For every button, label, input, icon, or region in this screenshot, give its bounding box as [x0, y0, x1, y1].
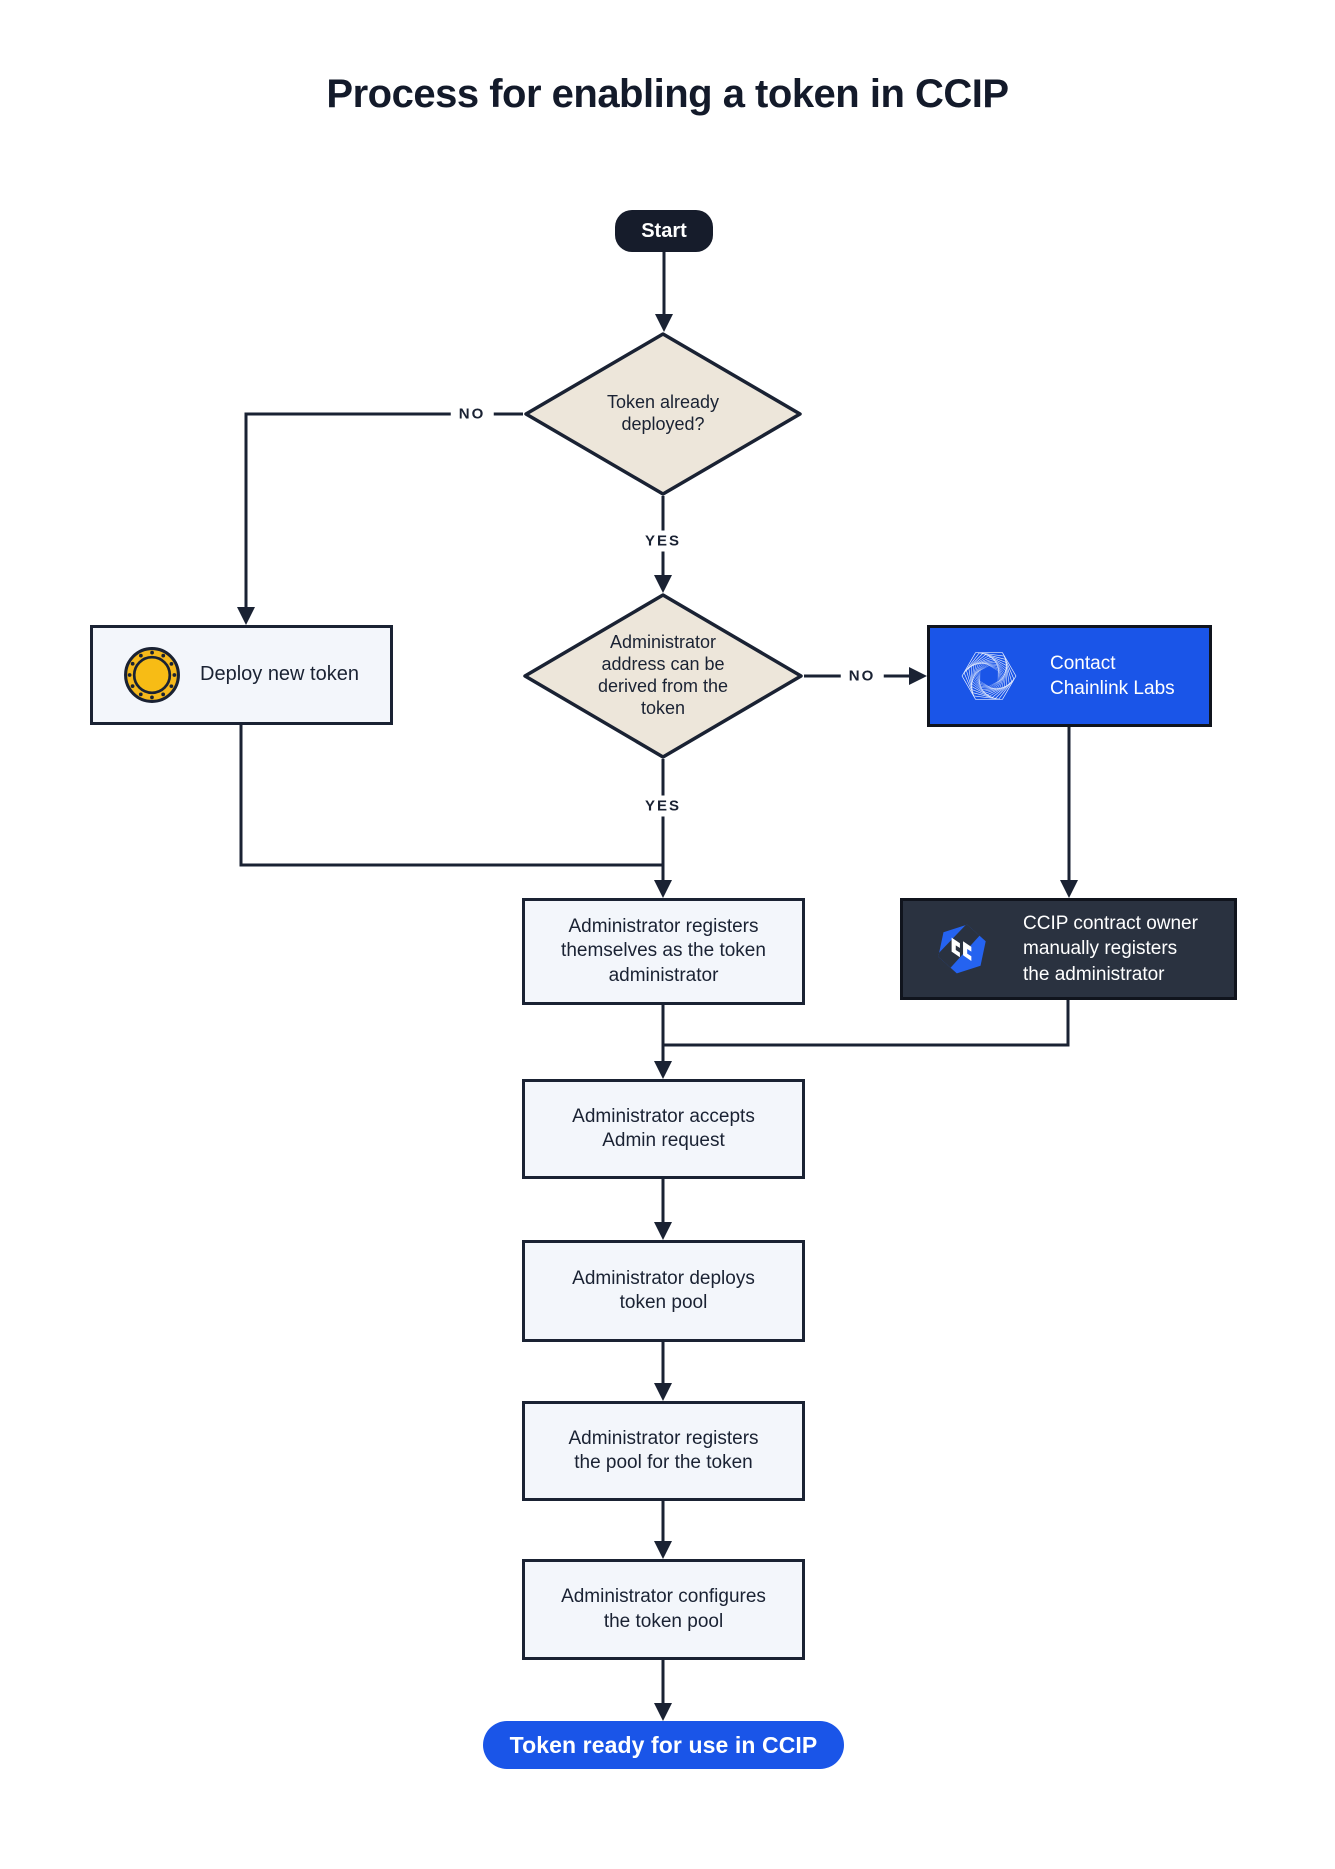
edge-label-yes-admin-derivable: YES	[636, 795, 690, 817]
token-ready-label: Token ready for use in CCIP	[509, 1731, 818, 1758]
ccip-owner-registers-node: CCIP contract owner manually registers t…	[900, 898, 1237, 1000]
decision-admin-derivable-label: Administrator address can be derived fro…	[597, 632, 729, 718]
admin-configures-pool-label: Administrator configures the token pool	[561, 1586, 766, 1632]
admin-registers-pool-node: Administrator registers the pool for the…	[522, 1401, 805, 1501]
deploy-new-token-label: Deploy new token	[200, 663, 359, 686]
admin-registers-pool-label: Administrator registers the pool for the…	[568, 1427, 759, 1473]
coin-icon	[123, 646, 181, 704]
admin-deploys-pool-node: Administrator deploys token pool	[522, 1240, 805, 1342]
admin-configures-pool-node: Administrator configures the token pool	[522, 1559, 805, 1660]
contact-chainlink-labs-label: Contact Chainlink Labs	[1050, 652, 1175, 699]
decision-admin-derivable: Administrator address can be derived fro…	[522, 593, 804, 759]
admin-accepts-request-node: Administrator accepts Admin request	[522, 1079, 805, 1179]
start-label: Start	[641, 219, 687, 242]
token-ready-node: Token ready for use in CCIP	[483, 1721, 844, 1769]
chainlink-labs-icon	[960, 647, 1018, 705]
deploy-new-token-node: Deploy new token	[90, 625, 393, 725]
admin-registers-self-label: Administrator registers themselves as th…	[561, 916, 766, 986]
edge-label-no-admin-derivable: NO	[840, 665, 884, 687]
decision-token-deployed: Token already deployed?	[523, 332, 803, 496]
admin-accepts-request-label: Administrator accepts Admin request	[572, 1105, 755, 1151]
decision-token-deployed-label: Token already deployed?	[606, 392, 720, 434]
edge-decision1-no	[244, 412, 523, 618]
diamond-shape	[523, 593, 803, 759]
ccip-owner-registers-label: CCIP contract owner manually registers t…	[1023, 913, 1198, 985]
ccip-icon	[935, 922, 989, 976]
start-node: Start	[615, 210, 713, 252]
edge-label-no-token-deployed: NO	[450, 403, 494, 425]
admin-registers-self-node: Administrator registers themselves as th…	[522, 898, 805, 1005]
edge-label-yes-token-deployed: YES	[636, 530, 690, 552]
page-title: Process for enabling a token in CCIP	[326, 72, 1009, 116]
arrowheads	[237, 314, 1078, 1721]
edge-deploy-merge	[239, 725, 663, 867]
diamond-shape	[524, 332, 802, 496]
admin-deploys-pool-label: Administrator deploys token pool	[572, 1267, 755, 1313]
edge-ccipowner-merge	[664, 1000, 1070, 1047]
contact-chainlink-labs-node: Contact Chainlink Labs	[927, 625, 1212, 727]
